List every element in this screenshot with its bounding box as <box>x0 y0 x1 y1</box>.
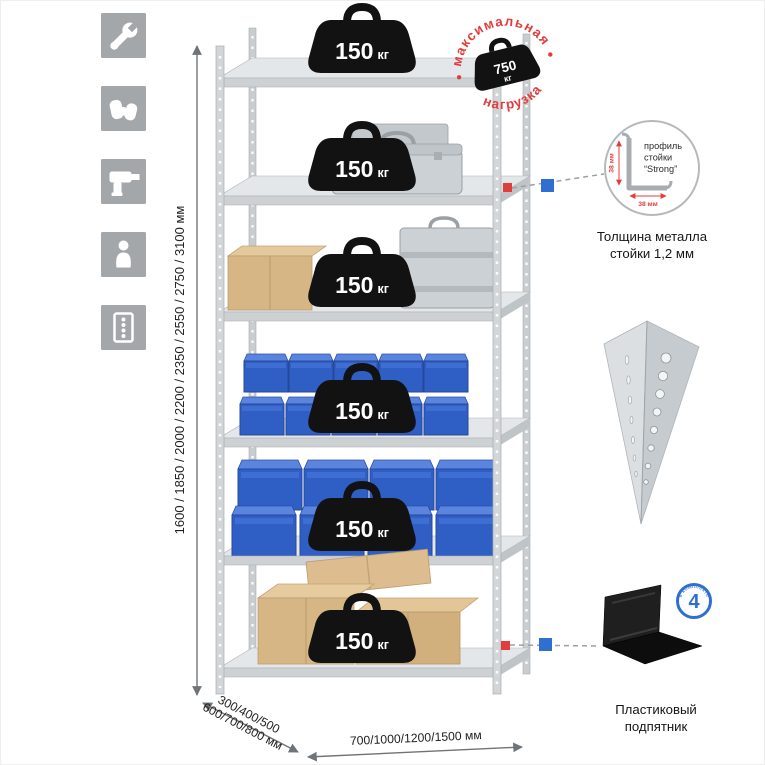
icon-tile-drill <box>101 159 146 204</box>
stamp-weight-icon: 750 кг <box>466 33 542 93</box>
profile-dim-vertical: 38 мм <box>609 153 616 173</box>
foot-caption-line1: Пластиковый <box>615 702 697 717</box>
foot-connector <box>501 638 600 651</box>
stamp-unit: кг <box>503 72 513 84</box>
profile-label-line3: “Strong” <box>644 164 677 174</box>
profile-label-line1: профиль <box>644 141 682 151</box>
plastic-foot-image: 4 в комплекте Пластиковый подпятник <box>602 583 712 734</box>
foot-count-badge: 4 в комплекте <box>676 583 712 619</box>
wrench-icon <box>110 20 140 50</box>
profile-caption-line2: стойки 1,2 мм <box>610 246 694 261</box>
red-marker-square-bottom <box>501 641 510 650</box>
badge-value: 4 <box>688 591 700 613</box>
rack-front-left-post <box>215 45 225 695</box>
icon-tile-person <box>101 232 146 277</box>
red-marker-square-top <box>503 183 512 192</box>
foot-caption-line2: подпятник <box>625 719 688 734</box>
profile-angle-drawing <box>626 138 667 191</box>
drill-icon <box>109 171 140 196</box>
depth-dimension: 300/400/500 600/700/800 мм <box>200 693 299 753</box>
angle-post-image <box>603 320 700 525</box>
profile-label-line2: стойки <box>644 153 672 163</box>
height-dimension: 1600 / 1850 / 2000 / 2200 / 2350 / 2550 … <box>172 45 202 696</box>
rack-back-right-post <box>522 33 531 675</box>
width-label: 700/1000/1200/1500 мм <box>350 728 482 748</box>
profile-caption-line1: Толщина металла <box>597 229 708 244</box>
profile-connector <box>503 173 605 192</box>
icon-strip <box>101 13 146 350</box>
max-load-stamp: максимальная нагрузка 750 кг <box>440 2 555 119</box>
stamp-value: 750 <box>492 57 517 77</box>
height-dimension-label: 1600 / 1850 / 2000 / 2200 / 2350 / 2550 … <box>172 206 187 535</box>
rack-post-icon <box>113 312 134 343</box>
profile-dim-horizontal: 38 мм <box>638 201 658 208</box>
blue-marker-square-top <box>541 179 554 192</box>
icon-tile-gloves <box>101 86 146 131</box>
width-dimension: 700/1000/1200/1500 мм <box>307 728 523 762</box>
profile-callout: 38 мм 38 мм профиль стойки “Strong” Толщ… <box>597 120 708 261</box>
post-holes <box>643 352 672 485</box>
person-icon <box>116 240 131 268</box>
gloves-icon <box>109 99 138 121</box>
post-slots <box>624 355 638 478</box>
icon-tile-rack <box>101 305 146 350</box>
icon-tile-tools <box>101 13 146 58</box>
blue-marker-square-bottom <box>539 638 552 651</box>
